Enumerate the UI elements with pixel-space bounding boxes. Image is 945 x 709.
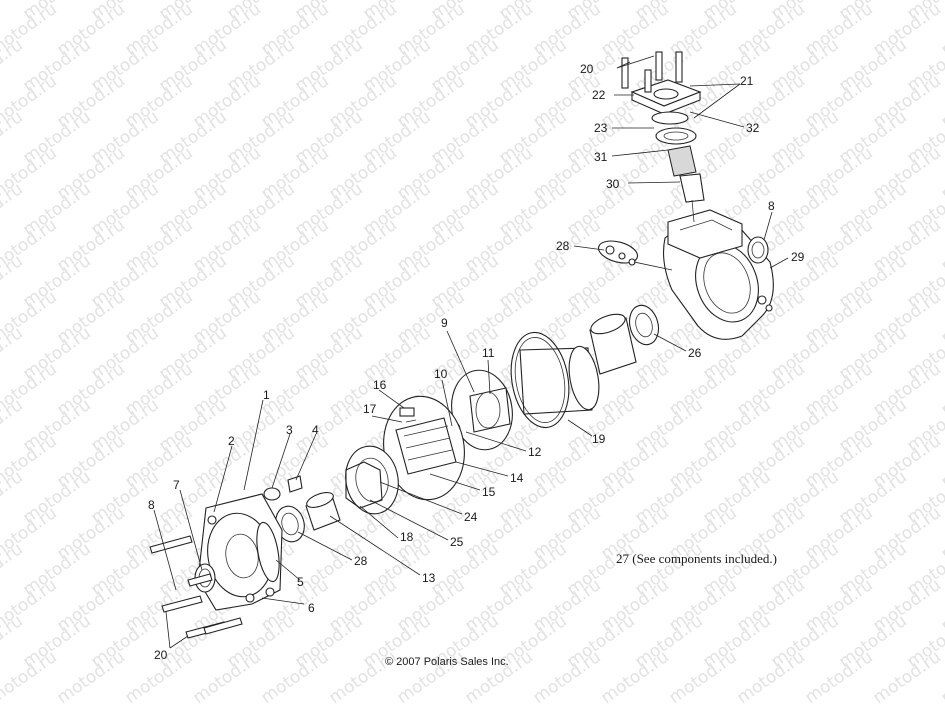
callout-32: 32 (746, 121, 760, 135)
callout-7: 7 (173, 478, 180, 492)
bolts (149, 535, 243, 639)
leader-lines (153, 55, 789, 649)
callout-13: 13 (422, 571, 436, 585)
callout-31: 31 (594, 150, 608, 164)
callout-18: 18 (400, 530, 414, 544)
callout-25: 25 (450, 535, 464, 549)
bearing-28-lower (275, 505, 305, 543)
watermark-text: motod.ru (0, 35, 27, 96)
callout-26: 26 (688, 346, 702, 360)
watermark-text: motod.ru (0, 179, 27, 240)
callout-24: 24 (464, 510, 478, 524)
callout-28-upper: 28 (556, 239, 570, 253)
watermark-text: motod.ru (0, 323, 27, 384)
callout-20-upper: 20 (580, 62, 594, 76)
part-28-upper (597, 240, 639, 266)
callout-29: 29 (791, 250, 805, 264)
clutch-assembly (383, 395, 465, 501)
callout-6: 6 (308, 601, 315, 615)
callout-9: 9 (441, 316, 448, 330)
hub-assembly (447, 369, 513, 451)
callout-12: 12 (528, 445, 542, 459)
callout-23: 23 (594, 121, 608, 135)
callout-17: 17 (363, 402, 377, 416)
cover-housing (197, 493, 283, 611)
parts-drawing (149, 51, 789, 649)
watermark-text: motod.ru (0, 611, 27, 672)
plate-assembly (345, 445, 399, 515)
spacer-13 (305, 492, 341, 531)
callout-21: 21 (740, 74, 754, 88)
callout-22: 22 (592, 88, 606, 102)
copyright-text: © 2007 Polaris Sales Inc. (385, 656, 509, 668)
callout-30: 30 (606, 177, 620, 191)
callout-20-lower: 20 (154, 648, 168, 662)
callout-11: 11 (482, 346, 495, 360)
ring-gear-19 (510, 331, 600, 429)
callout-4: 4 (312, 423, 319, 437)
watermark-text: motod.ru (0, 395, 27, 456)
seal-26 (628, 304, 660, 346)
upper-gear-housing (663, 209, 774, 340)
bearing-sleeve (589, 313, 637, 375)
callout-1: 1 (263, 388, 270, 402)
watermark-text: motod.ru (0, 539, 27, 600)
watermark-text: motod.ru (0, 467, 27, 528)
callout-19: 19 (592, 432, 606, 446)
callout-8-lower: 8 (148, 498, 155, 512)
note-27: 27 (See components included.) (616, 551, 777, 566)
callout-28-lower: 28 (354, 554, 368, 568)
callout-5: 5 (297, 575, 304, 589)
callout-16: 16 (373, 378, 387, 392)
callout-10: 10 (434, 367, 448, 381)
pinion-stack (621, 51, 705, 223)
callout-2: 2 (228, 434, 235, 448)
callout-8-upper: 8 (768, 199, 775, 213)
watermark-text: motod.ru (0, 107, 27, 168)
callout-15: 15 (482, 485, 496, 499)
watermark-text: motod.ru (0, 251, 27, 312)
callout-3: 3 (286, 423, 293, 437)
callout-labels: 1 2 3 4 5 6 7 8 8 9 10 11 12 13 14 15 16… (148, 62, 805, 662)
callout-14: 14 (510, 471, 524, 485)
